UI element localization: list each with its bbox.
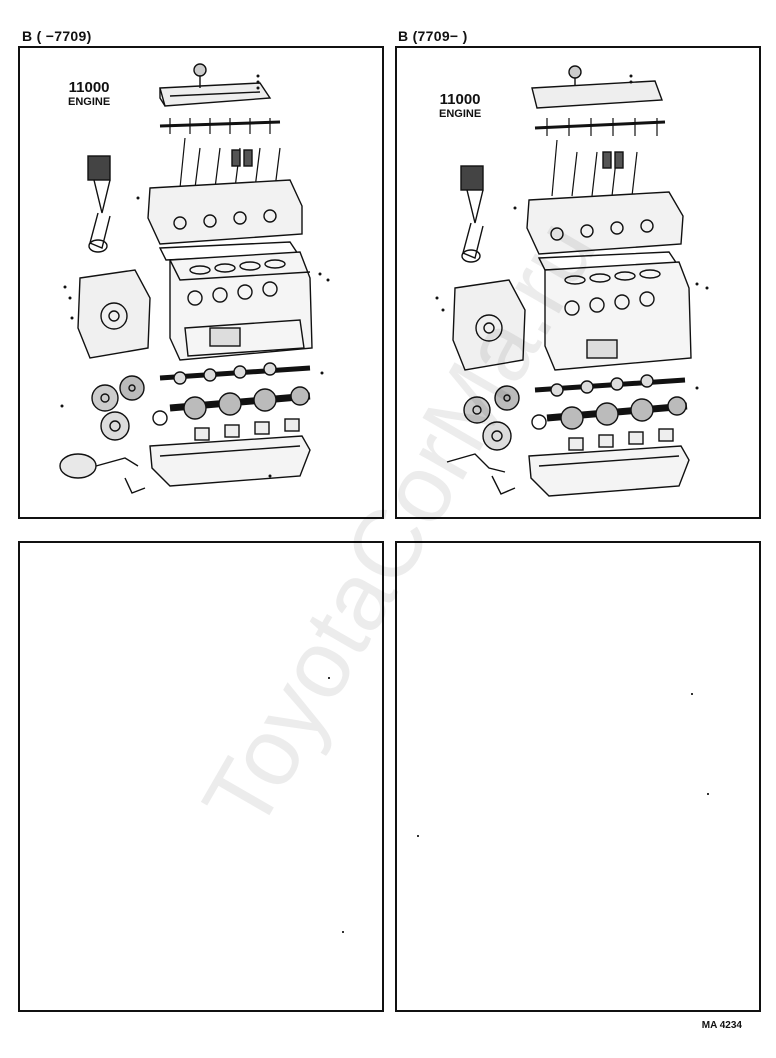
specks [328, 677, 330, 679]
engine-label-left: 11000 ENGINE [68, 80, 110, 108]
engine-word-right: ENGINE [439, 108, 482, 120]
engine-word-left: ENGINE [68, 96, 111, 108]
header-right: B (7709− ) [398, 28, 468, 44]
specks [342, 931, 344, 933]
exploded-engine-diagram-left [59, 63, 330, 494]
diagram-code: MA 4234 [701, 1020, 742, 1031]
header-left: B ( −7709) [22, 28, 92, 44]
engine-diagram-panel-left: 11000 ENGINE [18, 46, 384, 519]
specks [691, 693, 693, 695]
engine-number-right: 11000 [439, 91, 481, 108]
exploded-engine-diagram-right [435, 65, 709, 497]
empty-panel-bottom-left [18, 541, 384, 1012]
engine-label-right: 11000 ENGINE [439, 92, 481, 120]
empty-panel-bottom-right [395, 541, 761, 1012]
engine-diagram-panel-right: 11000 ENGINE [395, 46, 761, 519]
specks [707, 793, 709, 795]
specks [417, 835, 419, 837]
engine-number-left: 11000 [68, 79, 110, 96]
